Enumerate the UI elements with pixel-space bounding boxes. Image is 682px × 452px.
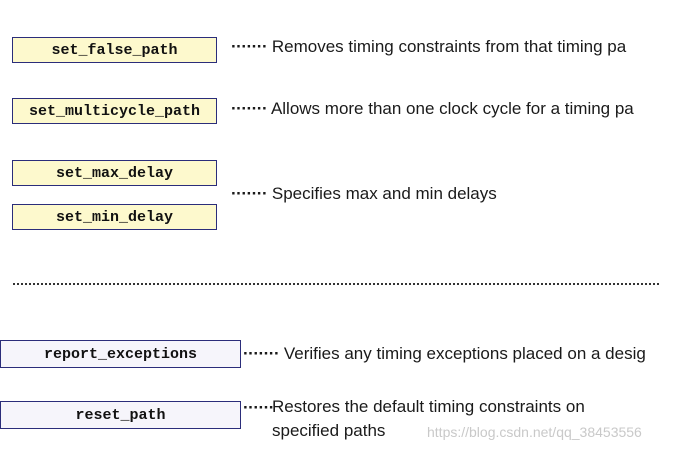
false-path-text: Removes timing constraints from that tim… (271, 37, 627, 56)
report-exceptions-box: report_exceptions (0, 340, 241, 368)
leader-dots: ······· (243, 398, 273, 417)
leader-dots: ······· (231, 99, 268, 118)
max-min-delay-description: ······· Specifies max and min delays (231, 184, 551, 204)
report-exceptions-text: Verifies any timing exceptions placed on… (283, 344, 646, 363)
reset-path-text-line1: Restores the default timing constraints … (272, 397, 585, 416)
set-max-delay-box: set_max_delay (12, 160, 217, 186)
leader-dots: ······· (243, 344, 280, 363)
reset-path-text-line2: specified paths (272, 421, 386, 440)
reset-path-leader: ······· (243, 398, 273, 418)
set-max-delay-label: set_max_delay (55, 164, 174, 182)
reset-path-label: reset_path (75, 406, 166, 424)
set-false-path-box: set_false_path (12, 37, 217, 63)
leader-dots: ······· (231, 37, 268, 56)
dotted-separator (13, 283, 659, 285)
max-min-delay-text: Specifies max and min delays (271, 184, 497, 203)
set-false-path-label: set_false_path (51, 41, 178, 59)
report-exceptions-label: report_exceptions (43, 345, 198, 363)
reset-path-description: Restores the default timing constraints … (272, 395, 632, 443)
set-min-delay-label: set_min_delay (55, 208, 174, 226)
multicycle-path-text: Allows more than one clock cycle for a t… (270, 99, 634, 118)
set-multicycle-path-box: set_multicycle_path (12, 98, 217, 124)
false-path-description: ······· Removes timing constraints from … (231, 37, 659, 57)
leader-dots: ······· (231, 184, 268, 203)
watermark-text: https://blog.csdn.net/qq_38453556 (427, 424, 642, 440)
report-exceptions-description: ······· Verifies any timing exceptions p… (243, 344, 666, 364)
multicycle-path-description: ······· Allows more than one clock cycle… (231, 99, 661, 119)
set-min-delay-box: set_min_delay (12, 204, 217, 230)
reset-path-box: reset_path (0, 401, 241, 429)
set-multicycle-path-label: set_multicycle_path (28, 102, 201, 120)
